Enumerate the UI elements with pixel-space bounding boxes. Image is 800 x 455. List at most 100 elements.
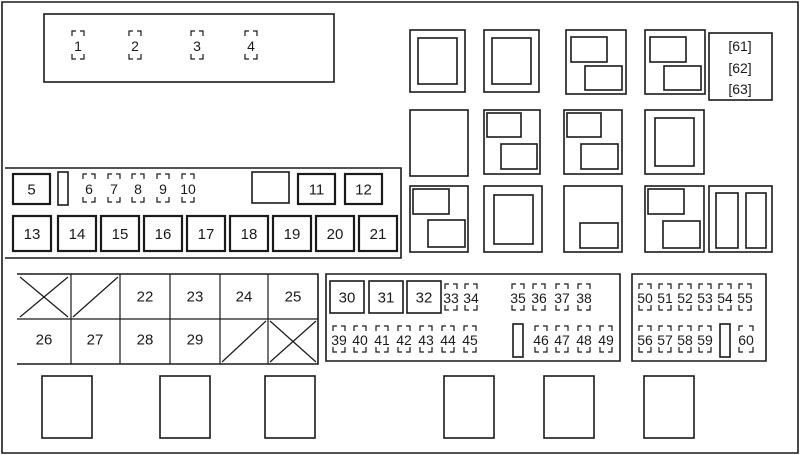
relay-inner: [412, 188, 450, 215]
fuse-label: 20: [327, 226, 344, 243]
fuse-body: [56, 214, 98, 253]
fuse-body: [296, 172, 337, 206]
fuse-label: 44: [440, 332, 456, 348]
relay-block-group: [61][62][63]: [409, 29, 773, 253]
mini-fuse-slot: [444, 283, 458, 311]
fuse-43: 43: [418, 325, 434, 353]
fuse-label: 1: [74, 38, 82, 54]
fuse-label: 33: [443, 290, 459, 306]
fuse-label: 22: [137, 289, 154, 306]
relay-inner: [662, 220, 701, 249]
relay-inner: [427, 219, 466, 248]
mini-fuse-slot: [555, 325, 569, 353]
mini-fuse-slot: [332, 325, 346, 353]
bottom-relay-group: [41, 375, 695, 439]
fuse-45: 45: [462, 325, 478, 353]
fuse-42: 42: [396, 325, 412, 353]
bracket-fuse-label: [62]: [728, 60, 751, 76]
right-fuse-panel: [631, 273, 767, 362]
relay-inner: [654, 117, 695, 167]
fuse-2: 2: [128, 30, 142, 60]
mini-fuse-slot: [181, 173, 195, 203]
fuse-label: 19: [284, 226, 301, 243]
fuse-label: 45: [462, 332, 478, 348]
fuse-label: 2: [131, 38, 139, 54]
fuse-label: 10: [180, 181, 196, 197]
fuse-body: [11, 172, 52, 206]
relay-block: [483, 29, 540, 93]
fuse-label: 42: [396, 332, 412, 348]
bottom-relay: [159, 375, 211, 439]
fuse-label: 32: [416, 290, 433, 307]
fuse-label: 21: [370, 226, 387, 243]
fuse-label: 35: [510, 290, 526, 306]
mini-fuse-slot: [698, 283, 712, 311]
fuse-7: 7: [107, 173, 121, 203]
fuse-34: 34: [463, 283, 479, 311]
fuse-52: 52: [677, 283, 693, 311]
mini-fuse-slot: [638, 325, 652, 353]
fuse-label: 24: [236, 289, 253, 306]
fuse-label: 46: [533, 332, 549, 348]
fuse-label: 15: [112, 226, 129, 243]
fuse-49: 49: [598, 325, 614, 353]
blocked-slot-mark: [221, 320, 267, 363]
fuse-5: 5: [11, 172, 52, 206]
fuse-6: 6: [82, 173, 96, 203]
fuse-18: 18: [228, 214, 270, 253]
fuse-body: [368, 280, 404, 314]
fuse-body: [406, 280, 442, 314]
fuse-58: 58: [677, 325, 693, 353]
mini-fuse-slot: [738, 325, 754, 353]
fuse-17: 17: [185, 214, 227, 253]
empty-fuse-slot: [251, 171, 290, 204]
fuse-33: 33: [443, 283, 459, 311]
fuse-label: 31: [378, 290, 395, 307]
mini-fuse-slot: [131, 173, 145, 203]
relay-block: [565, 29, 627, 95]
fuse-36: 36: [531, 283, 547, 311]
mini-fuse-slot: [82, 173, 96, 203]
relay-block: [708, 185, 773, 253]
fuse-label: 7: [110, 181, 118, 197]
fuse-label: 16: [155, 226, 172, 243]
spare-slot: [512, 323, 524, 358]
fuse-label: 23: [187, 289, 204, 306]
relay-inner: [579, 222, 619, 249]
fuse-21: 21: [357, 214, 399, 253]
relay-inner: [647, 188, 685, 215]
fuse-32: 32: [406, 280, 442, 314]
fuse-50: 50: [637, 283, 653, 311]
fuse-4: 4: [244, 30, 258, 60]
fuse-30: 30: [329, 280, 365, 314]
mini-fuse-slot: [555, 283, 569, 311]
mini-fuse-slot: [738, 283, 752, 311]
fuse-label: 41: [374, 332, 390, 348]
mini-fuse-slot: [353, 325, 367, 353]
fuse-12: 12: [343, 172, 384, 206]
fuse-label: 26: [36, 332, 53, 349]
relay-inner: [663, 65, 702, 91]
fuse-label: 30: [339, 290, 356, 307]
fuse-44: 44: [440, 325, 456, 353]
relay-block: [644, 185, 705, 253]
fuse-15: 15: [99, 214, 141, 253]
fuse-60: 60: [738, 325, 754, 353]
fuse-1: 1: [71, 30, 85, 60]
mini-fuse-slot: [419, 325, 433, 353]
bottom-relay: [264, 375, 316, 439]
fuse-37: 37: [554, 283, 570, 311]
bracket-fuse-label: [61]: [728, 38, 751, 54]
mini-fuse-slot: [577, 283, 591, 311]
mini-fuse-slot: [441, 325, 455, 353]
fuse-56: 56: [637, 325, 653, 353]
fuse-body: [314, 214, 356, 253]
fuse-label: 39: [331, 332, 347, 348]
blocked-slot-mark: [19, 276, 69, 318]
fuse-label: 8: [134, 181, 142, 197]
mini-fuse-slot: [658, 325, 672, 353]
fuse-body: [99, 214, 141, 253]
fuse-label: 51: [657, 290, 673, 306]
